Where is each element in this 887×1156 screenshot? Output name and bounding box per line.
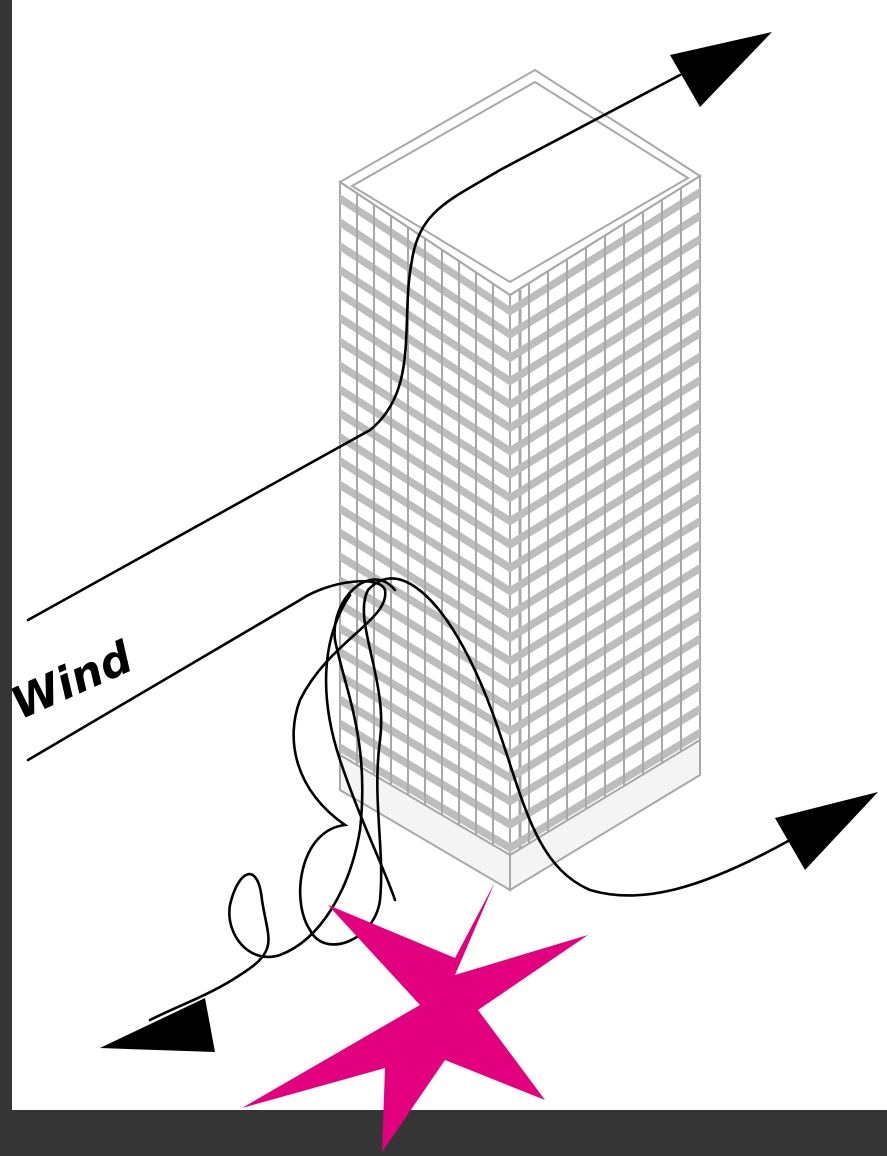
wind-building-diagram: Wind: [0, 0, 887, 1156]
